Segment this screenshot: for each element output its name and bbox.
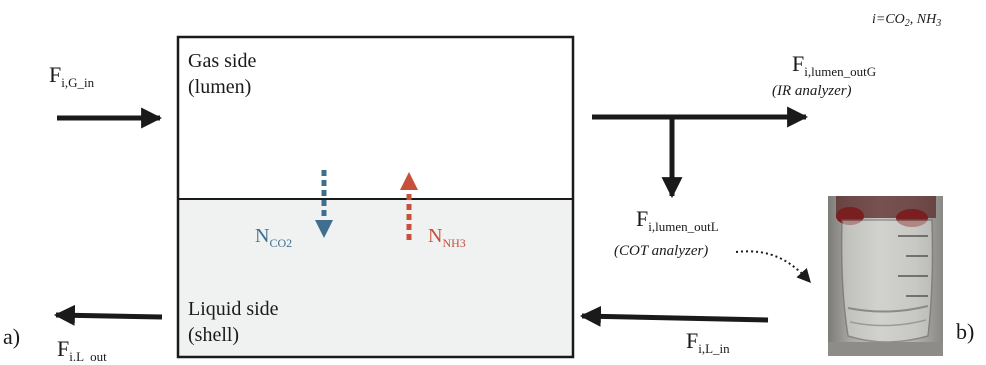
nh3-flux-base: N bbox=[428, 225, 443, 247]
lumen-out-g-label: Fi,lumen_outG bbox=[792, 51, 877, 79]
liquid-out-sub: i.L out bbox=[69, 349, 107, 364]
vial-drawing bbox=[828, 196, 943, 356]
nh3-flux-sub: NH3 bbox=[442, 236, 466, 250]
liquid-out-label: Fi.L out bbox=[57, 336, 107, 364]
liquid-in-base: F bbox=[686, 328, 699, 353]
species-note-sub2: 3 bbox=[936, 18, 942, 29]
species-note-suffix: , NH bbox=[909, 12, 937, 27]
liquid-in-arrow bbox=[579, 305, 769, 327]
gas-in-label: Fi,G_in bbox=[49, 62, 95, 90]
co2-flux-sub: CO2 bbox=[269, 236, 293, 250]
liquid-compartment bbox=[178, 199, 573, 357]
module-box bbox=[176, 35, 575, 359]
panel-label-a: a) bbox=[3, 324, 21, 349]
liquid-side-line1: Liquid side bbox=[188, 298, 279, 320]
liquid-side-line2: (shell) bbox=[188, 324, 240, 346]
species-note: i=CO2, NH3 bbox=[872, 13, 941, 29]
sample-vial-photo bbox=[828, 196, 943, 356]
gas-in-sub: i,G_in bbox=[61, 75, 95, 90]
panel-label-b: b) bbox=[956, 319, 975, 344]
gas-side-line1: Gas side bbox=[188, 50, 257, 72]
nh3-flux-arrowhead bbox=[400, 172, 418, 190]
cot-analyzer-label: (COT analyzer) bbox=[614, 243, 709, 259]
gas-side-label: Gas side (lumen) bbox=[188, 48, 256, 100]
liquid-out-arrow bbox=[53, 304, 163, 326]
lumen-out-l-sub: i,lumen_outL bbox=[648, 219, 719, 234]
gas-in-base: F bbox=[49, 62, 62, 87]
lumen-out-l-base: F bbox=[636, 206, 649, 231]
lumen-out-l-label: Fi,lumen_outL bbox=[636, 206, 719, 234]
gas-side-line2: (lumen) bbox=[188, 76, 252, 98]
lumen-out-g-sub: i,lumen_outG bbox=[804, 64, 877, 79]
liquid-in-label: Fi,L_in bbox=[686, 328, 730, 356]
nh3-flux-label: NNH3 bbox=[428, 226, 466, 249]
ir-analyzer-label: (IR analyzer) bbox=[772, 83, 852, 99]
liquid-in-sub: i,L_in bbox=[698, 341, 730, 356]
species-note-prefix: i=CO bbox=[872, 12, 905, 27]
co2-flux-base: N bbox=[255, 225, 270, 247]
lumen-out-g-base: F bbox=[792, 51, 805, 76]
sample-dotted-arrow bbox=[735, 250, 811, 284]
species-note-sub1: 2 bbox=[904, 18, 910, 29]
co2-flux-label: NCO2 bbox=[255, 226, 292, 249]
liquid-side-label: Liquid side (shell) bbox=[188, 296, 279, 348]
co2-flux-arrowhead bbox=[315, 220, 333, 238]
liquid-out-base: F bbox=[57, 336, 70, 361]
